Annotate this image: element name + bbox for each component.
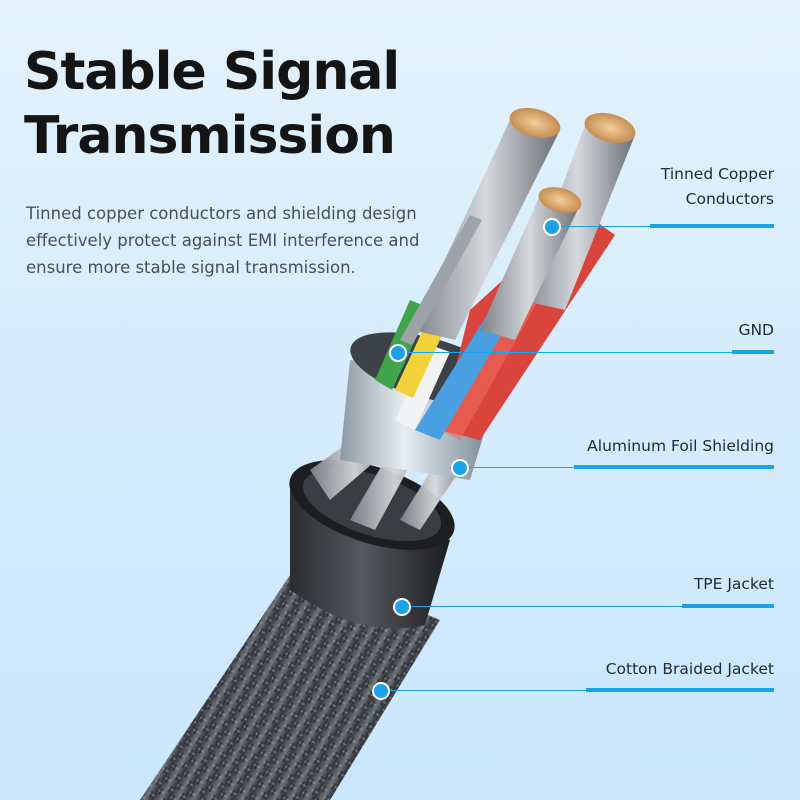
marker-dot-cotton-braided-jacket[interactable]	[372, 682, 390, 700]
callout-cotton-braided-jacket: Cotton Braided Jacket	[606, 657, 774, 682]
callout-label: GND	[738, 321, 774, 339]
marker-dot-tpe-jacket[interactable]	[393, 598, 411, 616]
callout-underline	[732, 350, 774, 354]
marker-dot-tinned-copper-conductors[interactable]	[543, 218, 561, 236]
callout-label: Cotton Braided Jacket	[605, 660, 774, 678]
marker-dot-gnd[interactable]	[389, 344, 407, 362]
callout-underline	[650, 224, 774, 228]
callout-underline	[586, 688, 774, 692]
callout-tpe-jacket: TPE Jacket	[694, 572, 774, 597]
callout-label: Aluminum Foil Shielding	[587, 437, 774, 455]
description-text: Tinned copper conductors and shielding d…	[26, 204, 420, 277]
page-title: Stable Signal Transmission	[24, 40, 400, 168]
callout-label: Tinned Copper Conductors	[660, 165, 774, 208]
leader-line	[460, 467, 576, 468]
callout-underline	[682, 604, 774, 608]
callout-tinned-copper-conductors: Tinned Copper Conductors	[661, 162, 774, 212]
title-line-2: Transmission	[24, 106, 396, 166]
leader-line	[402, 606, 684, 607]
leader-line	[552, 226, 652, 227]
marker-dot-aluminum-foil-shielding[interactable]	[451, 459, 469, 477]
leader-line	[398, 352, 734, 353]
title-line-1: Stable Signal	[24, 42, 400, 102]
callout-label: TPE Jacket	[693, 575, 774, 593]
callout-gnd: GND	[738, 318, 774, 343]
callout-underline	[574, 465, 774, 469]
callout-aluminum-foil-shielding: Aluminum Foil Shielding	[587, 434, 774, 459]
leader-line	[381, 690, 591, 691]
